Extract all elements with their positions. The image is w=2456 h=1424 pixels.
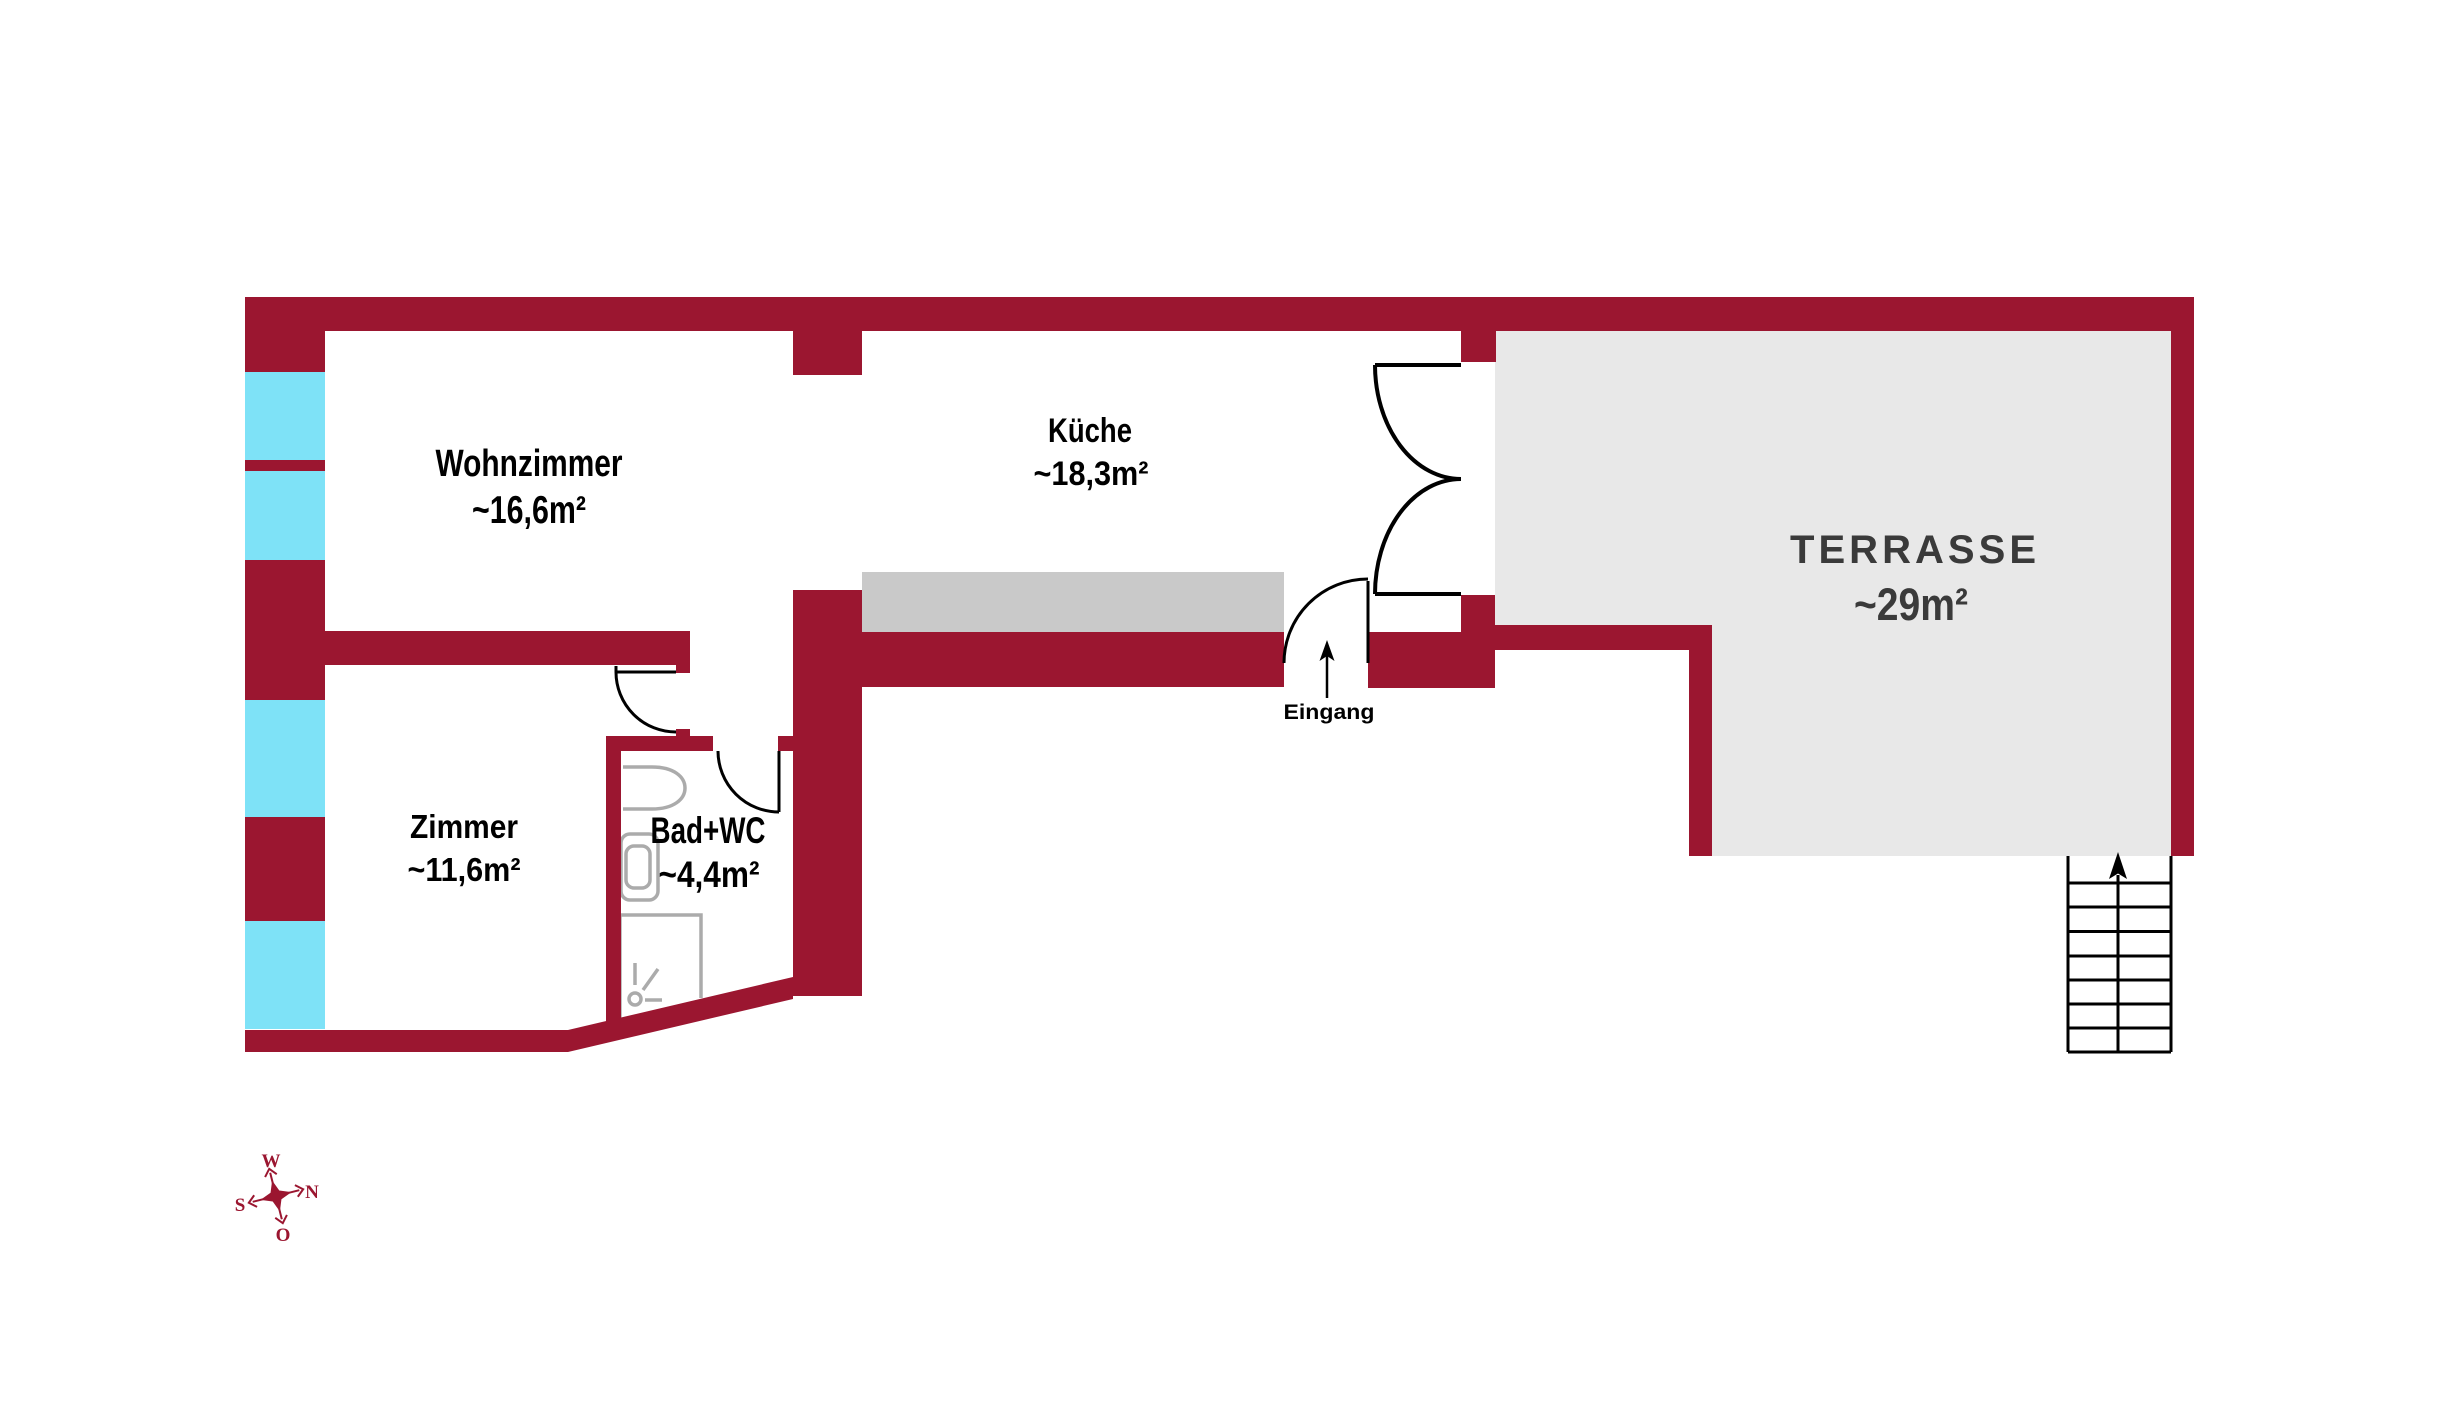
svg-text:Küche: Küche [1048, 412, 1132, 450]
svg-text:S: S [235, 1195, 246, 1216]
svg-text:~4,4m²: ~4,4m² [659, 854, 760, 895]
svg-text:Bad+WC: Bad+WC [651, 810, 766, 851]
svg-text:W: W [262, 1151, 281, 1172]
svg-text:N: N [305, 1182, 319, 1203]
svg-text:~29m²: ~29m² [1854, 579, 1968, 630]
svg-text:O: O [276, 1225, 291, 1246]
svg-text:~18,3m²: ~18,3m² [1034, 455, 1149, 493]
svg-text:~16,6m²: ~16,6m² [472, 489, 586, 532]
svg-text:Eingang: Eingang [1284, 701, 1375, 724]
svg-text:~11,6m²: ~11,6m² [408, 851, 521, 888]
svg-text:Zimmer: Zimmer [410, 808, 518, 845]
svg-text:Wohnzimmer: Wohnzimmer [436, 443, 623, 485]
